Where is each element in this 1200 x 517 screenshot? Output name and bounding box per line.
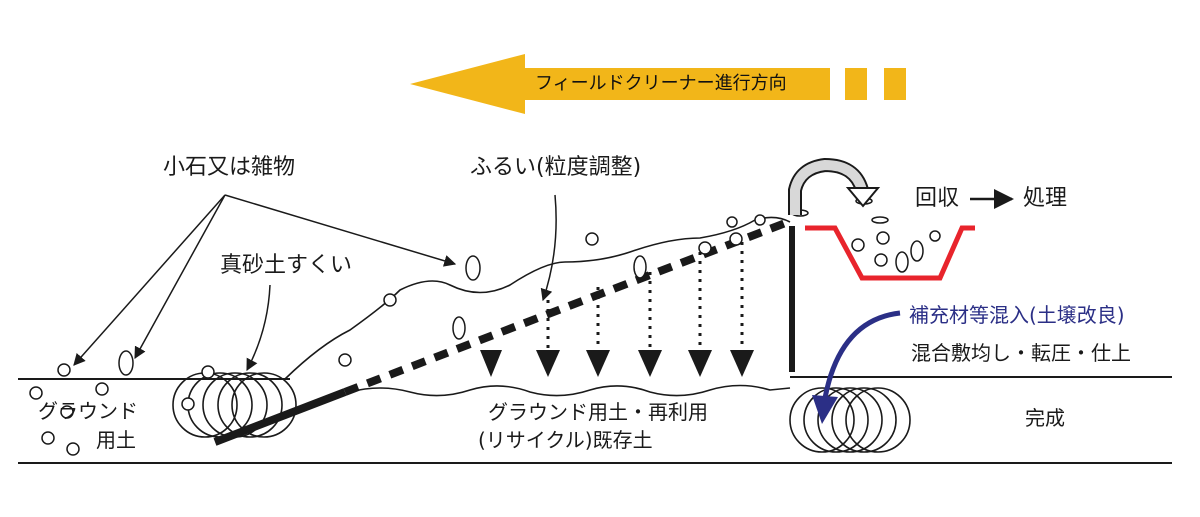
conveyor (213, 218, 795, 446)
complete-label: 完成 (1025, 406, 1065, 430)
dispose-label: 処理 (1023, 186, 1068, 211)
surface-scoop-label: 真砂土すくい (220, 253, 353, 278)
refill-mix-label: 補充材等混入(土壌改良) (909, 303, 1125, 327)
sieve-drops (480, 242, 754, 377)
direction-label: フィールドクリーナー進行方向 (535, 73, 787, 94)
refill-arrow (812, 310, 901, 424)
reuse-label-line1: グラウンド用土・再利用 (488, 400, 708, 424)
sieve-label: ふるい(粒度調整) (470, 155, 642, 180)
soil-profile (284, 216, 791, 397)
mix-finish-label: 混合敷均し・転圧・仕上 (911, 341, 1131, 365)
ground-soil-label-line1: グラウンド (38, 399, 138, 423)
collection-hopper (805, 225, 975, 281)
transfer-arrow (788, 157, 881, 215)
pebbles (29, 197, 941, 456)
ground-soil-label-line2: 用土 (96, 428, 136, 452)
reuse-label-line2: (リサイクル)既存土 (478, 428, 653, 452)
direction-arrow (410, 54, 906, 114)
pointer-lines (73, 194, 557, 372)
small-stones-label: 小石又は雑物 (163, 155, 296, 180)
roller-right (789, 387, 911, 453)
collect-label: 回収 (915, 186, 960, 211)
